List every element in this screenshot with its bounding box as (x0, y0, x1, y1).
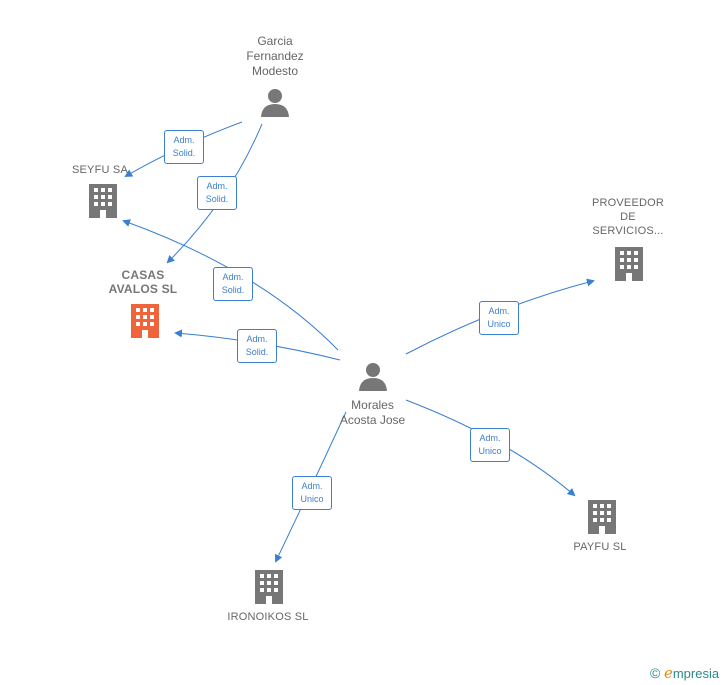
edge-label-morales-payfu[interactable]: Adm. Unico (470, 428, 510, 462)
building-icon[interactable] (587, 500, 617, 534)
building-icon-highlighted[interactable] (130, 304, 160, 338)
building-icon[interactable] (254, 570, 284, 604)
building-icon[interactable] (614, 247, 644, 281)
edge-label-morales-ironoikos[interactable]: Adm. Unico (292, 476, 332, 510)
company-name-proveedor[interactable]: PROVEEDOR DE SERVICIOS... (591, 197, 665, 237)
building-icon[interactable] (88, 184, 118, 218)
person-icon[interactable] (358, 362, 388, 392)
company-name-payfu[interactable]: PAYFU SL (573, 541, 627, 553)
brand-logo: © empresia (650, 664, 720, 682)
copyright-icon: © (650, 665, 661, 681)
company-name-ironoikos[interactable]: IRONOIKOS SL (227, 611, 309, 623)
person-name-garcia[interactable]: Garcia Fernandez Modesto (246, 34, 304, 78)
person-icon[interactable] (260, 88, 290, 118)
edge-label-morales-proveedor[interactable]: Adm. Unico (479, 301, 519, 335)
edge-label-morales-seyfu[interactable]: Adm. Solid. (213, 267, 253, 301)
edge-label-morales-casas[interactable]: Adm. Solid. (237, 329, 277, 363)
edge-label-garcia-seyfu[interactable]: Adm. Solid. (164, 130, 204, 164)
edge-label-garcia-casas[interactable]: Adm. Solid. (197, 176, 237, 210)
company-name-casas[interactable]: CASAS AVALOS SL (108, 268, 178, 296)
person-name-morales[interactable]: Morales Acosta Jose (339, 398, 406, 427)
company-name-seyfu[interactable]: SEYFU SA (71, 164, 128, 176)
